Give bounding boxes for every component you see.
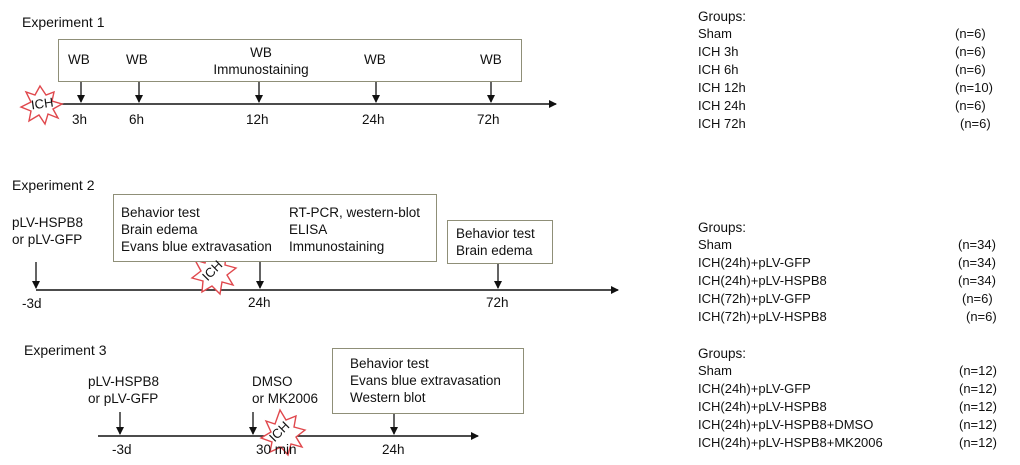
group-n: (n=6) (955, 26, 986, 41)
injection-label-2: pLV-HSPB8 or pLV-GFP (12, 215, 84, 247)
group-n: (n=12) (959, 399, 997, 414)
experiment-1-box (58, 39, 522, 82)
box1-right-label: RT-PCR, western-blot ELISA Immunostainin… (289, 205, 421, 254)
group-n: (n=34) (958, 237, 996, 252)
tick-6h: 6h (129, 112, 145, 127)
group-name: ICH 6h (698, 62, 739, 77)
experiment-3-title: Experiment 3 (24, 342, 107, 358)
group-name: ICH(72h)+pLV-GFP (698, 291, 811, 306)
group-name: ICH(24h)+pLV-GFP (698, 255, 811, 270)
group-n: (n=12) (959, 363, 997, 378)
group-row: ICH(24h)+pLV-GFP (698, 380, 811, 398)
box1-left-label: Behavior test Brain edema Evans blue ext… (121, 205, 272, 254)
experiment-1-title: Experiment 1 (22, 14, 105, 30)
group-name: Sham (698, 26, 732, 41)
tick-minus-3d-2: -3d (22, 296, 42, 311)
group-row: ICH(24h)+pLV-GFP (698, 254, 811, 272)
group-name: ICH(24h)+pLV-GFP (698, 381, 811, 396)
tick-24h-3: 24h (382, 442, 405, 457)
group-row: ICH 12h (698, 79, 746, 97)
tick-24h-2: 24h (248, 295, 271, 310)
group-row: ICH(72h)+pLV-GFP (698, 290, 811, 308)
group-row: ICH(24h)+pLV-HSPB8 (698, 398, 827, 416)
experiment-2-box-2 (447, 220, 553, 264)
group-n: (n=34) (958, 273, 996, 288)
group-name: ICH 12h (698, 80, 746, 95)
groups-3-heading: Groups: (698, 346, 747, 361)
group-n: (n=6) (960, 116, 991, 131)
group-n: (n=6) (955, 44, 986, 59)
groups-1-heading: Groups: (698, 9, 747, 24)
experiment-2-title: Experiment 2 (12, 177, 95, 193)
group-row: ICH(24h)+pLV-HSPB8+MK2006 (698, 434, 883, 452)
tick-3h: 3h (72, 112, 88, 127)
group-row: ICH 3h (698, 43, 738, 61)
group-name: ICH(72h)+pLV-HSPB8 (698, 309, 827, 324)
tick-24h: 24h (362, 112, 385, 127)
group-row: ICH(24h)+pLV-HSPB8+DMSO (698, 416, 873, 434)
treatment-label-3: DMSO or MK2006 (252, 374, 319, 406)
group-name: ICH 72h (698, 116, 746, 131)
group-row: ICH(24h)+pLV-HSPB8 (698, 272, 827, 290)
group-name: ICH 24h (698, 98, 746, 113)
group-name: ICH(24h)+pLV-HSPB8+MK2006 (698, 435, 883, 450)
group-name: ICH 3h (698, 44, 739, 59)
group-n: (n=34) (958, 255, 996, 270)
tick-30min-3: 30 min (256, 442, 297, 457)
group-row: ICH 6h (698, 61, 738, 79)
group-row: Sham (698, 362, 732, 380)
group-row: Sham (698, 25, 732, 43)
box-label-wb-2: WB (126, 52, 148, 67)
group-n: (n=6) (955, 98, 986, 113)
group-name: ICH(24h)+pLV-HSPB8+DMSO (698, 417, 874, 432)
ich-burst-1 (19, 84, 64, 126)
group-row: Sham (698, 236, 732, 254)
group-n: (n=12) (959, 417, 997, 432)
experiment-2-box-1 (113, 194, 437, 262)
box-label-wb-4: WB (364, 52, 386, 67)
group-n: (n=10) (955, 80, 993, 95)
box3-label: Behavior test Evans blue extravasation W… (350, 356, 501, 405)
box-label-wb-1: WB (68, 52, 90, 67)
group-row: ICH(72h)+pLV-HSPB8 (698, 308, 827, 326)
tick-72h-2: 72h (486, 295, 509, 310)
box-label-wb-immunostaining: WB Immunostaining (213, 45, 309, 77)
ich-burst-3 (259, 408, 307, 457)
group-name: ICH(24h)+pLV-HSPB8 (698, 399, 827, 414)
group-row: ICH 24h (698, 97, 746, 115)
group-n: (n=12) (959, 381, 997, 396)
experiment-3-box (332, 348, 524, 414)
injection-label-3: pLV-HSPB8 or pLV-GFP (88, 374, 160, 406)
group-n: (n=6) (955, 62, 986, 77)
group-name: Sham (698, 237, 732, 252)
group-n: (n=6) (962, 291, 993, 306)
groups-2-heading: Groups: (698, 220, 747, 235)
box2-label: Behavior test Brain edema (456, 226, 535, 258)
tick-12h: 12h (246, 112, 269, 127)
box-label-wb-5: WB (480, 52, 502, 67)
group-name: Sham (698, 363, 732, 378)
group-row: ICH 72h (698, 115, 746, 133)
ich-label-1: ICH (30, 94, 55, 113)
tick-72h: 72h (477, 112, 500, 127)
group-n: (n=12) (959, 435, 997, 450)
group-n: (n=6) (966, 309, 997, 324)
group-name: ICH(24h)+pLV-HSPB8 (698, 273, 827, 288)
tick-minus-3d-3: -3d (112, 442, 132, 457)
